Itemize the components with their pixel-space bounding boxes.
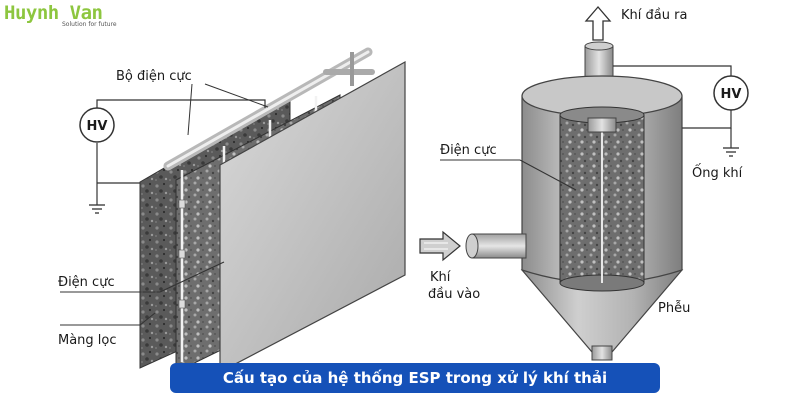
gas-in-arrow-icon — [419, 230, 461, 262]
hv-right-text: HV — [721, 87, 742, 102]
ground-icon-left — [89, 204, 105, 214]
hv-source-left: HV — [79, 99, 266, 205]
inlet-pipe — [471, 233, 527, 259]
electrode-set-label: Bộ điện cực — [116, 69, 192, 84]
brand-logo: Huynh Van Solution for future — [4, 2, 117, 28]
logo-text: Huynh Van — [4, 2, 103, 24]
ground-icon-right — [723, 147, 739, 157]
gas-out-arrow-icon — [584, 6, 612, 41]
gas-pipe-label: Ống khí — [692, 164, 743, 181]
hv-left-text: HV — [87, 119, 108, 134]
logo-tagline: Solution for future — [62, 21, 117, 28]
collecting-plate-front — [219, 60, 406, 373]
gas-in-label-line2: đầu vào — [428, 287, 480, 302]
hopper-label: Phễu — [658, 301, 690, 316]
filter-membrane-label: Màng lọc — [58, 333, 117, 348]
gas-out-label: Khí đầu ra — [621, 8, 687, 23]
caption-banner: Cấu tạo của hệ thống ESP trong xử lý khí… — [170, 363, 660, 393]
hv-source-right: HV — [613, 65, 749, 148]
gas-in-label-line1: Khí — [430, 270, 451, 285]
electrode-left-label: Điện cực — [58, 275, 115, 290]
electrode-right-label: Điện cực — [440, 143, 497, 158]
